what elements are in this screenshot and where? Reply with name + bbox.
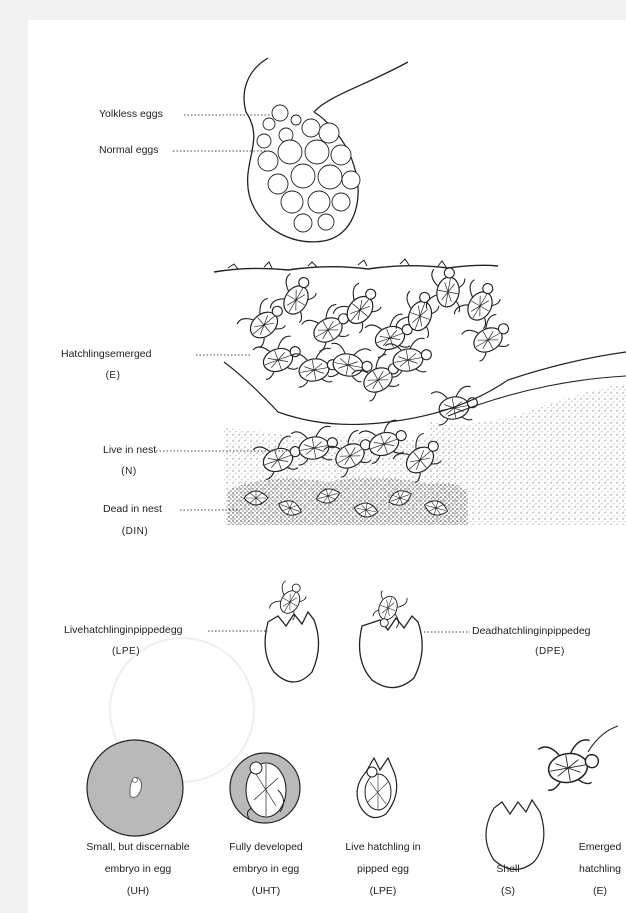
- egg-clutch-drawing: [244, 58, 408, 242]
- label-normal-eggs: Normal eggs: [99, 144, 159, 156]
- clutch-leader-lines: [173, 115, 270, 151]
- stage-caption-live-pipped: Live hatchling in pipped egg (LPE): [333, 836, 433, 902]
- nest-cross-section-drawing: [214, 259, 626, 525]
- code-emerged: (E): [88, 370, 138, 381]
- stage-caption-line2: Shell: [483, 858, 533, 880]
- stage-caption-line2: pipped egg: [333, 858, 433, 880]
- stage-caption-shell: Shell (S): [483, 836, 533, 902]
- label-dead-in-nest: Dead in nest: [103, 503, 162, 515]
- stage-live-pipped-drawing: [357, 758, 397, 818]
- figure-canvas: Yolkless eggs Normal eggs Hatchlingsemer…: [28, 20, 626, 913]
- live-pipped-egg-drawing: [265, 578, 318, 682]
- code-live-pipped-egg: (LPE): [96, 646, 156, 657]
- label-hatchlings-emerged: Hatchlingsemerged: [61, 348, 151, 360]
- stage-caption-line2: embryo in egg: [68, 858, 208, 880]
- stage-caption-code: (S): [483, 880, 533, 902]
- stage-caption-code: (UHT): [216, 880, 316, 902]
- label-live-pipped-egg: Livehatchlinginpippedegg: [64, 624, 183, 636]
- stage-caption-line1: Live hatchling in: [333, 836, 433, 858]
- stage-caption-line1: Fully developed: [216, 836, 316, 858]
- stage-small-embryo-drawing: [87, 740, 183, 836]
- stage-caption-line2: embryo in egg: [216, 858, 316, 880]
- pipped-leader-lines: [208, 631, 470, 632]
- dead-pipped-egg-drawing: [360, 589, 423, 688]
- stage-caption-code: (E): [560, 880, 626, 902]
- code-live-in-nest: (N): [104, 466, 154, 477]
- stage-caption-emerged: Emerged hatchling (E): [560, 836, 626, 902]
- code-dead-pipped-egg: (DPE): [520, 646, 580, 657]
- stage-emerged-hatchling-drawing: [538, 726, 618, 791]
- stage-caption-code: (UH): [68, 880, 208, 902]
- stage-caption-line1: Emerged: [560, 836, 626, 858]
- stage-caption-line1: [483, 836, 533, 858]
- label-live-in-nest: Live in nest: [103, 444, 156, 456]
- code-dead-in-nest: (DIN): [110, 526, 160, 537]
- label-dead-pipped-egg: Deadhatchlinginpippedeg: [472, 625, 591, 637]
- stage-caption-line2: hatchling: [560, 858, 626, 880]
- stage-caption-small-embryo: Small, but discernable embryo in egg (UH…: [68, 836, 208, 902]
- stage-full-embryo-drawing: [230, 753, 300, 823]
- label-yolkless-eggs: Yolkless eggs: [99, 108, 163, 120]
- stage-caption-full-embryo: Fully developed embryo in egg (UHT): [216, 836, 316, 902]
- stage-caption-code: (LPE): [333, 880, 433, 902]
- stage-caption-line1: Small, but discernable: [68, 836, 208, 858]
